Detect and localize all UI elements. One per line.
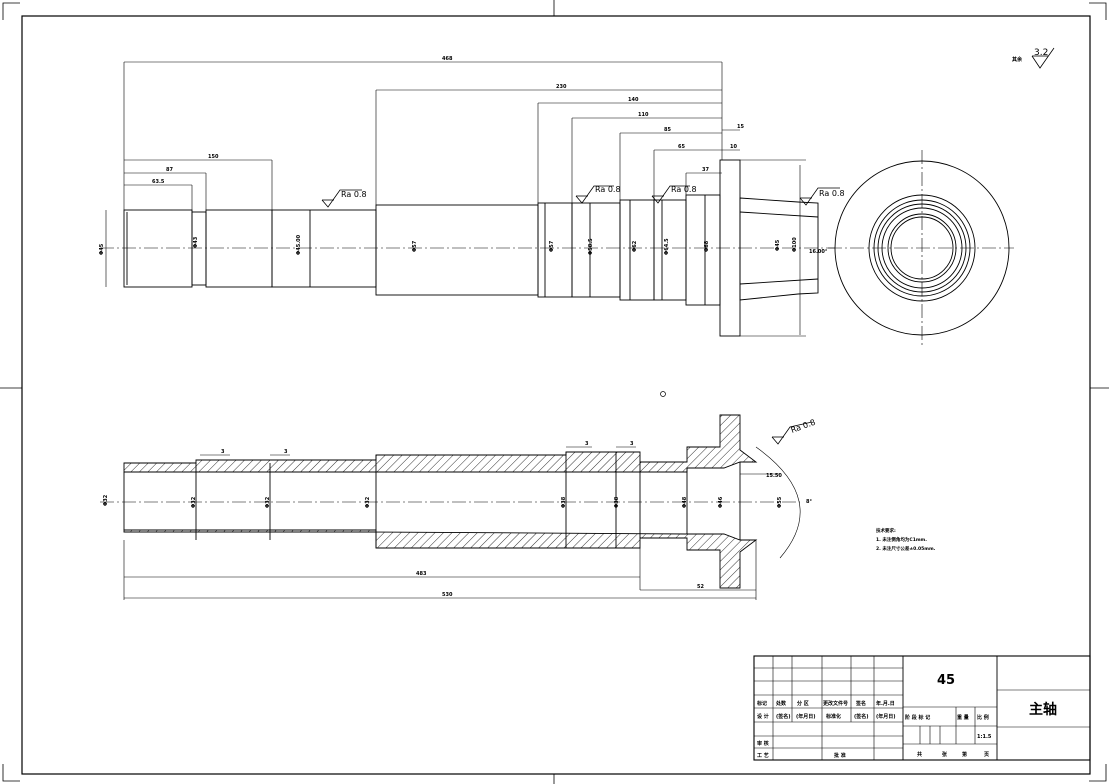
section-view xyxy=(100,414,801,589)
svg-text:Φ45: Φ45 xyxy=(775,239,781,251)
svg-text:签名: 签名 xyxy=(855,700,866,707)
roughness-symbols-front xyxy=(321,185,840,208)
svg-text:分 区: 分 区 xyxy=(797,700,809,707)
svg-text:第: 第 xyxy=(962,751,967,758)
material-text: 45 xyxy=(937,673,955,688)
roughness-label: Ra 0.8 xyxy=(341,190,367,199)
svg-text:页: 页 xyxy=(984,751,989,758)
svg-text:3: 3 xyxy=(630,441,634,447)
roughness-labels-front: Ra 0.8 Ra 0.8 Ra 0.8 Ra 0.8 xyxy=(341,185,845,199)
svg-text:230: 230 xyxy=(556,84,567,90)
scale-text: 1:1.5 xyxy=(977,734,992,740)
svg-text:150: 150 xyxy=(208,154,219,160)
svg-text:设 计: 设 计 xyxy=(757,713,769,720)
svg-text:Φ38: Φ38 xyxy=(561,496,567,508)
roughness-label: Ra 0.8 xyxy=(819,189,845,198)
svg-text:52: 52 xyxy=(697,584,704,590)
svg-text:阶 段 标 记: 阶 段 标 记 xyxy=(905,714,930,721)
svg-text:Φ32: Φ32 xyxy=(103,494,109,506)
svg-text:共: 共 xyxy=(917,751,922,758)
svg-text:87: 87 xyxy=(166,167,173,173)
section-dimension-numbers: 483 530 52 15.50 3 3 3 3 8° Φ32 Φ32 Φ32 … xyxy=(103,441,812,598)
svg-text:85: 85 xyxy=(664,127,671,133)
svg-text:Φ32: Φ32 xyxy=(365,496,371,508)
svg-text:处数: 处数 xyxy=(775,700,787,707)
roughness-label: Ra 0.8 xyxy=(595,185,621,194)
svg-text:110: 110 xyxy=(638,112,649,118)
svg-text:8°: 8° xyxy=(806,499,812,505)
title-block-text: 45 主轴 1:1.5 标记 处数 分 区 更改文件号 签名 年.月.日 设 计… xyxy=(756,673,1057,759)
svg-text:比 例: 比 例 xyxy=(977,714,989,721)
front-view-dimensions xyxy=(123,61,806,337)
svg-text:3: 3 xyxy=(221,449,225,455)
svg-text:标记: 标记 xyxy=(756,700,767,707)
technical-requirements: 技术要求: 1. 未注倒角均为C1mm. 2. 未注尺寸公差±0.05mm. xyxy=(876,527,936,552)
svg-text:140: 140 xyxy=(628,97,639,103)
svg-text:Φ64.5: Φ64.5 xyxy=(664,238,670,255)
reference-mark xyxy=(660,391,666,397)
svg-text:更改文件号: 更改文件号 xyxy=(823,700,848,707)
svg-text:10: 10 xyxy=(730,144,737,150)
svg-text:63.5: 63.5 xyxy=(152,179,165,185)
svg-text:张: 张 xyxy=(942,751,948,758)
surface-note-label: 其余 xyxy=(1012,56,1023,63)
svg-text:3: 3 xyxy=(284,449,288,455)
svg-text:批 准: 批 准 xyxy=(834,752,846,759)
svg-text:Φ62: Φ62 xyxy=(632,240,638,252)
svg-text:483: 483 xyxy=(416,571,427,577)
svg-text:(签名): (签名) xyxy=(854,713,869,720)
svg-text:3: 3 xyxy=(585,441,589,447)
svg-text:重 量: 重 量 xyxy=(957,714,969,721)
roughness-symbols-section xyxy=(771,421,813,445)
svg-text:65: 65 xyxy=(678,144,685,150)
svg-text:标准化: 标准化 xyxy=(825,713,841,720)
tech-req-line-2: 2. 未注尺寸公差±0.05mm. xyxy=(876,545,936,552)
svg-text:Φ57: Φ57 xyxy=(412,240,418,252)
svg-text:Φ45.00: Φ45.00 xyxy=(296,234,302,255)
part-name-text: 主轴 xyxy=(1029,701,1057,718)
svg-text:工 艺: 工 艺 xyxy=(757,752,769,759)
roughness-label: Ra 0.8 xyxy=(671,185,697,194)
svg-text:37: 37 xyxy=(702,167,709,173)
svg-text:16.00°: 16.00° xyxy=(809,249,828,255)
tech-req-title: 技术要求: xyxy=(876,527,896,534)
surface-note-ra: 3.2 xyxy=(1034,48,1048,58)
svg-text:Φ45: Φ45 xyxy=(99,243,105,255)
svg-text:审 核: 审 核 xyxy=(757,740,769,747)
tech-req-line-1: 1. 未注倒角均为C1mm. xyxy=(876,536,927,543)
svg-text:年.月.日: 年.月.日 xyxy=(876,700,895,707)
svg-text:Φ48: Φ48 xyxy=(682,496,688,508)
svg-text:Φ32: Φ32 xyxy=(191,496,197,508)
svg-text:Φ68: Φ68 xyxy=(704,240,710,252)
svg-text:15: 15 xyxy=(737,124,744,130)
svg-text:Φ55: Φ55 xyxy=(777,496,783,508)
front-dimension-numbers: 468 230 140 110 85 65 37 15 10 150 87 63… xyxy=(152,56,828,255)
end-view xyxy=(828,150,1014,348)
svg-text:(年月日): (年月日) xyxy=(796,713,816,720)
svg-text:Φ46: Φ46 xyxy=(718,496,724,508)
svg-text:468: 468 xyxy=(442,56,453,62)
title-block xyxy=(753,655,1091,761)
surface-finish-note: 其余 3.2 xyxy=(1012,47,1055,69)
front-view: Φ45 xyxy=(99,159,835,337)
svg-text:Φ43: Φ43 xyxy=(193,236,199,248)
section-dimensions xyxy=(123,446,780,600)
svg-text:530: 530 xyxy=(442,592,453,598)
svg-text:Φ58.5: Φ58.5 xyxy=(588,238,594,255)
svg-text:(年月日): (年月日) xyxy=(876,713,896,720)
roughness-label: Ra 0.8 xyxy=(790,418,817,435)
svg-text:Φ57: Φ57 xyxy=(549,240,555,252)
svg-text:Φ38: Φ38 xyxy=(614,496,620,508)
svg-text:Φ32: Φ32 xyxy=(265,496,271,508)
svg-text:15.50: 15.50 xyxy=(766,473,782,479)
svg-text:Φ100: Φ100 xyxy=(792,237,798,252)
svg-text:(签名): (签名) xyxy=(776,713,791,720)
